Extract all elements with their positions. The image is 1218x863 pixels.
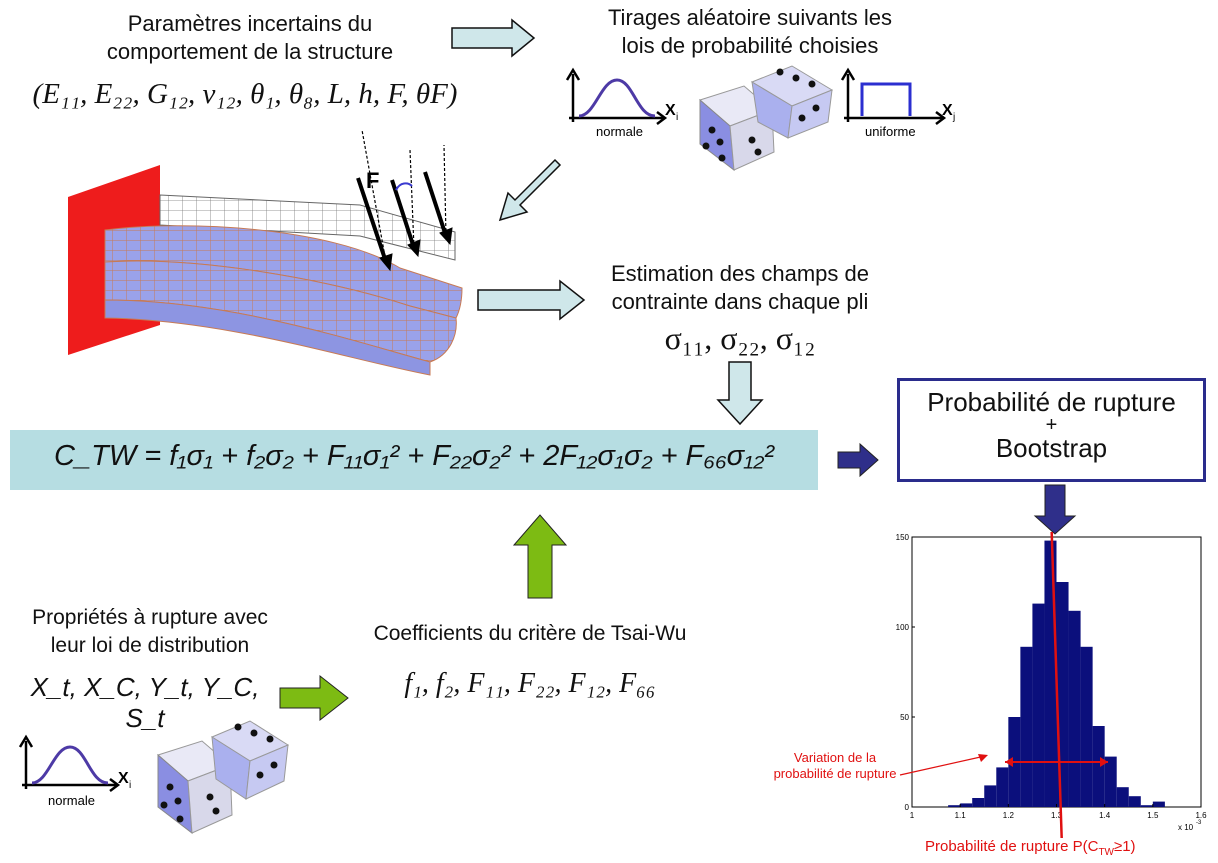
normal-distribution-icon-bottom xyxy=(18,734,121,792)
histogram-x-exponent-power: -3 xyxy=(1196,820,1202,826)
histogram-bar xyxy=(1032,603,1045,807)
tsai-wu-criterion-band xyxy=(10,430,818,490)
stress-formula: σ₁₁, σ₂₂, σ₁₂ xyxy=(664,320,816,356)
y-tick-label: 0 xyxy=(905,803,910,812)
variation-pointer-arrow xyxy=(899,755,986,776)
stress-line2: contrainte dans chaque pli xyxy=(611,289,869,314)
top-uniform-label: uniforme xyxy=(865,124,916,139)
bottom-xi-label: X xyxy=(118,770,129,787)
random-draw-line2: lois de probabilité choisies xyxy=(621,33,879,58)
uncertain-params-line1: Paramètres incertains du xyxy=(127,11,373,36)
uniform-distribution-icon xyxy=(840,67,947,125)
mean-probability-line xyxy=(1050,531,1063,839)
arrow-properties-to-coefficients xyxy=(279,674,349,722)
bottom-normal-label: normale xyxy=(48,793,95,808)
top-xj-sub: j xyxy=(952,112,955,123)
result-box: Probabilité de rupture + Bootstrap xyxy=(897,378,1206,482)
histogram-bar xyxy=(1128,796,1141,807)
x-tick-label: 1.2 xyxy=(1003,811,1015,820)
histogram-bar xyxy=(960,803,973,807)
arrow-params-to-draws xyxy=(451,18,536,58)
histogram-bar xyxy=(1056,582,1069,807)
variation-line1: Variation de la xyxy=(793,750,877,765)
variation-annotation: Variation de la probabilité de rupture xyxy=(755,750,915,782)
probability-label-sub: TW xyxy=(1098,847,1114,858)
x-tick-label: 1 xyxy=(910,811,915,820)
x-tick-label: 1.5 xyxy=(1147,811,1159,820)
top-normal-label: normale xyxy=(596,124,643,139)
histogram-chart: 1 1.1 1.2 1.3 1.4 1.5 1.6 0 50 100 150 xyxy=(896,531,1207,839)
x-tick-label: 1.6 xyxy=(1195,811,1207,820)
arrow-criterion-to-result xyxy=(837,442,879,478)
random-draw-title: Tirages aléatoire suivants les lois de p… xyxy=(570,4,930,60)
histogram-bar xyxy=(1092,726,1105,807)
force-label: F xyxy=(366,168,379,193)
histogram-x-exponent: x 10 xyxy=(1178,823,1194,832)
x-tick-label: 1.3 xyxy=(1051,811,1063,820)
histogram-bar xyxy=(948,805,961,807)
histogram-bar xyxy=(972,798,985,807)
arrow-draws-to-beam xyxy=(498,158,562,222)
rupture-props-title: Propriétés à rupture avec leur loi de di… xyxy=(0,604,300,660)
histogram-bar xyxy=(1140,805,1153,807)
result-line1: Probabilité de rupture xyxy=(927,387,1176,417)
result-line3: Bootstrap xyxy=(995,433,1108,463)
rupture-formula: X_t, X_C, Y_t, Y_C, S_t xyxy=(30,672,260,733)
force-arrows xyxy=(356,129,453,272)
histogram-bar xyxy=(1080,646,1093,807)
result-line2: + xyxy=(1045,414,1058,436)
tsai-wu-formula: C_TW = f₁σ₁ + f₂σ₂ + F₁₁σ₁² + F₂₂σ₂² + 2… xyxy=(54,440,774,472)
probability-bottom-label: Probabilité de rupture P(CTW≥1) xyxy=(925,838,1215,858)
top-xi-label: X xyxy=(665,102,676,119)
dice-icon-bottom xyxy=(156,720,290,835)
bottom-xi-sub: i xyxy=(129,780,131,791)
arrow-stress-to-criterion xyxy=(716,361,764,426)
uncertain-params-formula: (E₁₁, E₂₂, G₁₂, ν₁₂, θ₁, θ₈, L, h, F, θF… xyxy=(32,78,458,110)
histogram-bar xyxy=(1152,801,1165,807)
y-tick-label: 150 xyxy=(896,533,910,542)
top-xi-sub: i xyxy=(676,112,678,123)
coefficients-title: Coefficients du critère de Tsai-Wu xyxy=(373,622,687,645)
normal-distribution-icon xyxy=(565,67,668,125)
arrow-beam-to-stress xyxy=(477,279,586,321)
histogram-bar xyxy=(1104,756,1117,807)
histogram-bar xyxy=(1044,540,1057,807)
dice-icon-top xyxy=(698,65,834,172)
uncertain-params-line2: comportement de la structure xyxy=(106,39,394,64)
histogram-bar xyxy=(996,767,1009,807)
uncertain-params-title: Paramètres incertains du comportement de… xyxy=(70,10,430,66)
arrow-coefficients-to-criterion xyxy=(512,514,568,599)
stress-estimation-title: Estimation des champs de contrainte dans… xyxy=(575,260,905,316)
histogram-bar xyxy=(1020,646,1033,807)
y-tick-label: 100 xyxy=(896,623,910,632)
variation-line2: probabilité de rupture xyxy=(773,766,897,781)
x-tick-label: 1.4 xyxy=(1099,811,1111,820)
beam-structure xyxy=(68,165,463,376)
probability-label-main: Probabilité de rupture P(C xyxy=(925,838,1099,855)
rupture-line2: leur loi de distribution xyxy=(50,634,250,657)
coefficients-formula: f₁, f₂, F₁₁, F₂₂, F₁₂, F₆₆ xyxy=(404,668,656,699)
random-draw-line1: Tirages aléatoire suivants les xyxy=(607,5,893,30)
histogram-bar xyxy=(1068,610,1081,807)
y-tick-label: 50 xyxy=(900,713,909,722)
probability-label-tail: ≥1) xyxy=(1113,838,1136,855)
top-xj-label: X xyxy=(942,102,953,119)
x-tick-label: 1.1 xyxy=(955,811,967,820)
rupture-line1: Propriétés à rupture avec xyxy=(32,606,268,629)
arrow-result-to-histogram xyxy=(1033,484,1077,535)
histogram-bar xyxy=(984,785,997,807)
histogram-bar xyxy=(1116,787,1129,807)
stress-line1: Estimation des champs de xyxy=(610,261,870,286)
